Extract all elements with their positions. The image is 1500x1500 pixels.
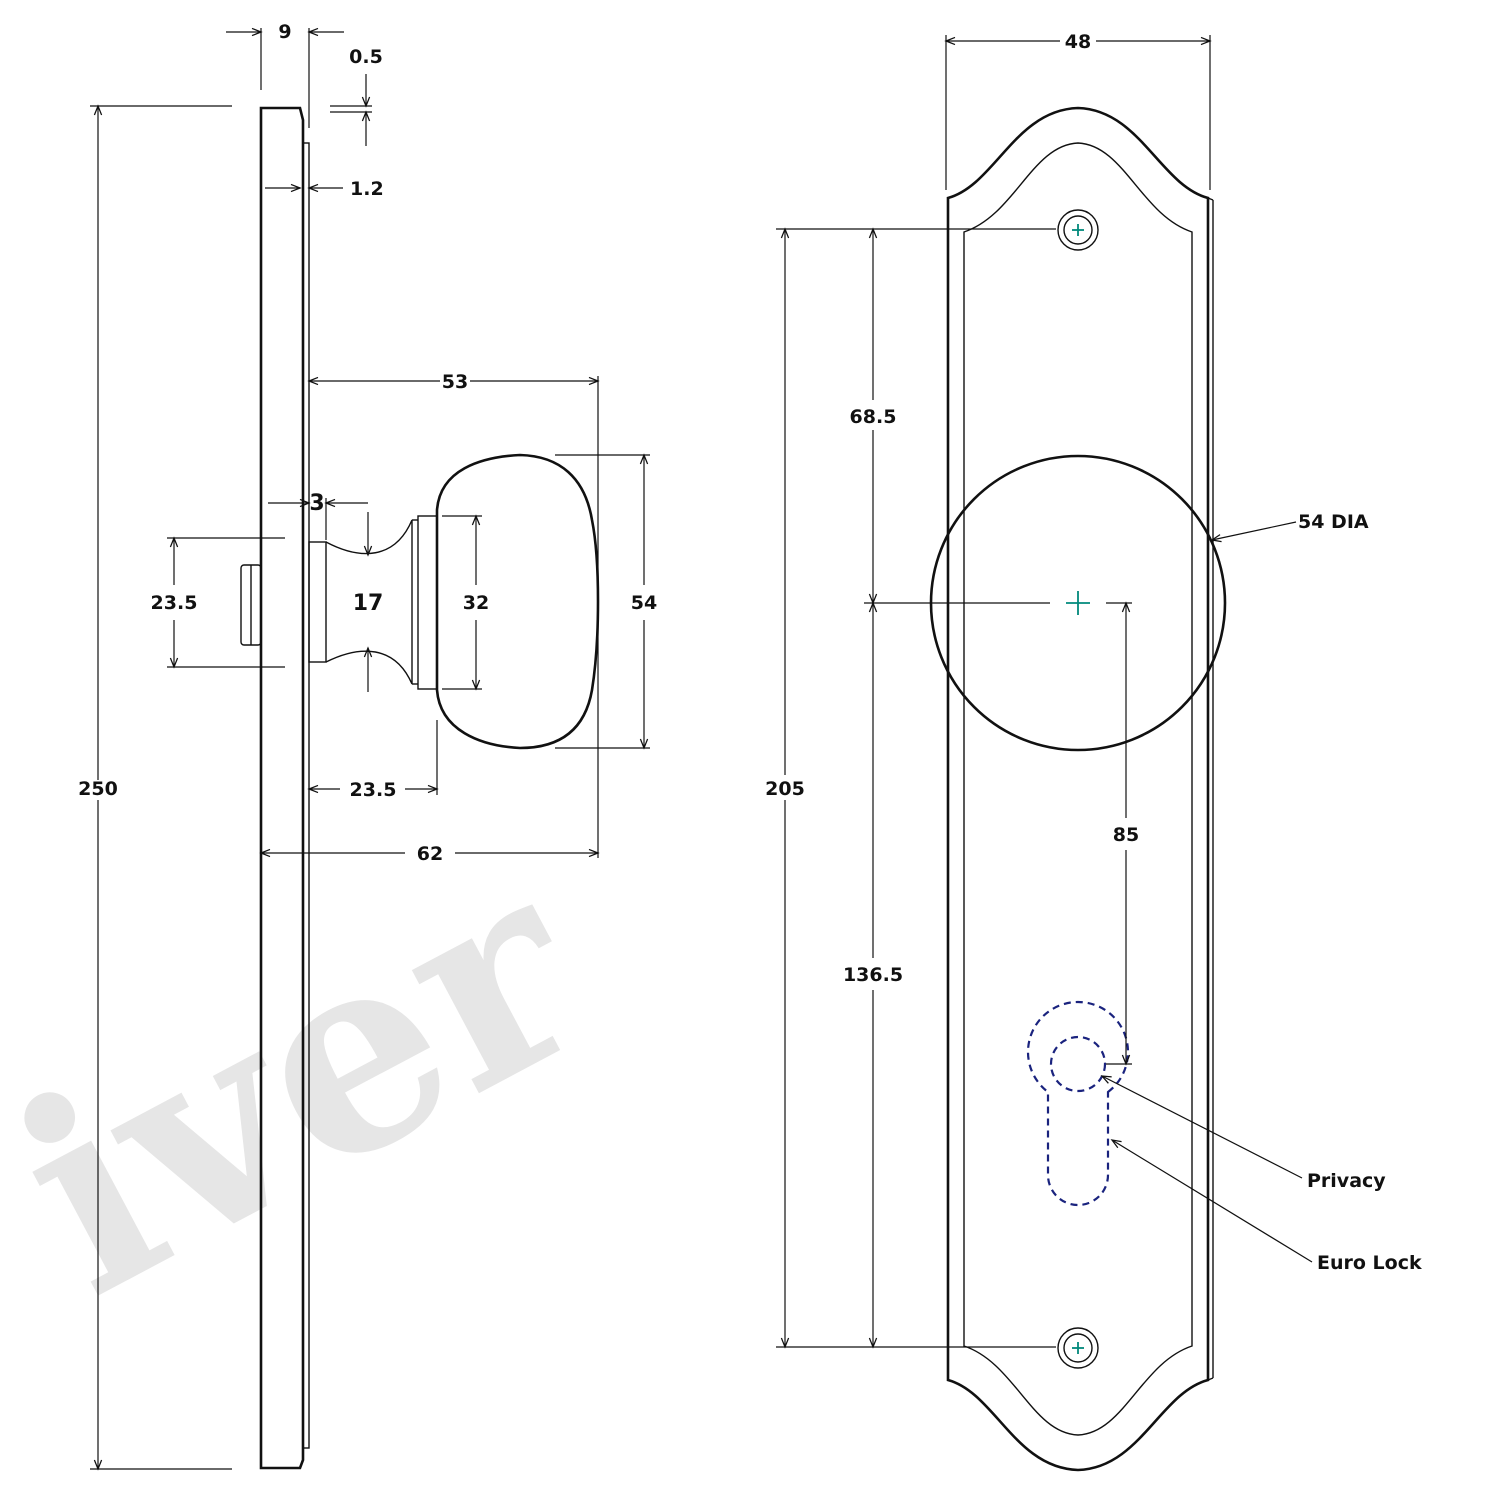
side-neck-base <box>308 541 327 663</box>
dim-plate-thickness: 9 <box>278 21 291 43</box>
dim-total-projection: 62 <box>417 843 443 865</box>
side-rose <box>417 515 438 690</box>
top-screw <box>1057 209 1099 251</box>
dim-knob-to-bottom: 136.5 <box>843 964 903 986</box>
side-neck <box>325 519 413 685</box>
knob-centre-mark <box>1066 591 1090 615</box>
label-euro-lock: Euro Lock <box>1317 1252 1422 1274</box>
dim-knob-offset: 23.5 <box>350 779 397 801</box>
dim-spindle-block: 23.5 <box>151 592 198 614</box>
dim-face-offset: 1.2 <box>350 178 384 200</box>
dim-knob-to-lock: 85 <box>1113 824 1139 846</box>
side-face-strip <box>302 142 310 1449</box>
dim-top-to-knob: 68.5 <box>850 406 897 428</box>
dim-screw-centres: 205 <box>765 778 805 800</box>
side-view: 9 0.5 1.2 250 53 3 17 <box>78 21 657 1469</box>
front-inner-bevel <box>963 142 1193 1436</box>
dim-total-height: 250 <box>78 778 118 800</box>
label-knob-dia: 54 DIA <box>1298 511 1369 533</box>
dim-knob-height: 54 <box>631 592 657 614</box>
dim-face-step: 0.5 <box>349 46 383 68</box>
dim-knob-projection: 53 <box>442 371 468 393</box>
privacy-outline <box>1049 1035 1107 1093</box>
euro-lock-outline <box>1026 1000 1130 1207</box>
dim-rose-gap: 3 <box>309 491 324 516</box>
label-privacy: Privacy <box>1307 1170 1386 1192</box>
front-backplate <box>946 106 1210 1472</box>
side-backplate <box>259 106 305 1470</box>
dim-neck-diameter: 17 <box>353 591 384 616</box>
watermark: iver <box>0 804 631 1357</box>
bottom-screw <box>1057 1327 1099 1369</box>
dim-rose-diameter: 32 <box>463 592 489 614</box>
front-view: 48 205 68.5 136.5 85 54 DIA Privacy Euro… <box>765 31 1422 1472</box>
dim-plate-width: 48 <box>1065 31 1091 53</box>
watermark-text: iver <box>0 804 631 1357</box>
side-knob <box>435 453 600 750</box>
